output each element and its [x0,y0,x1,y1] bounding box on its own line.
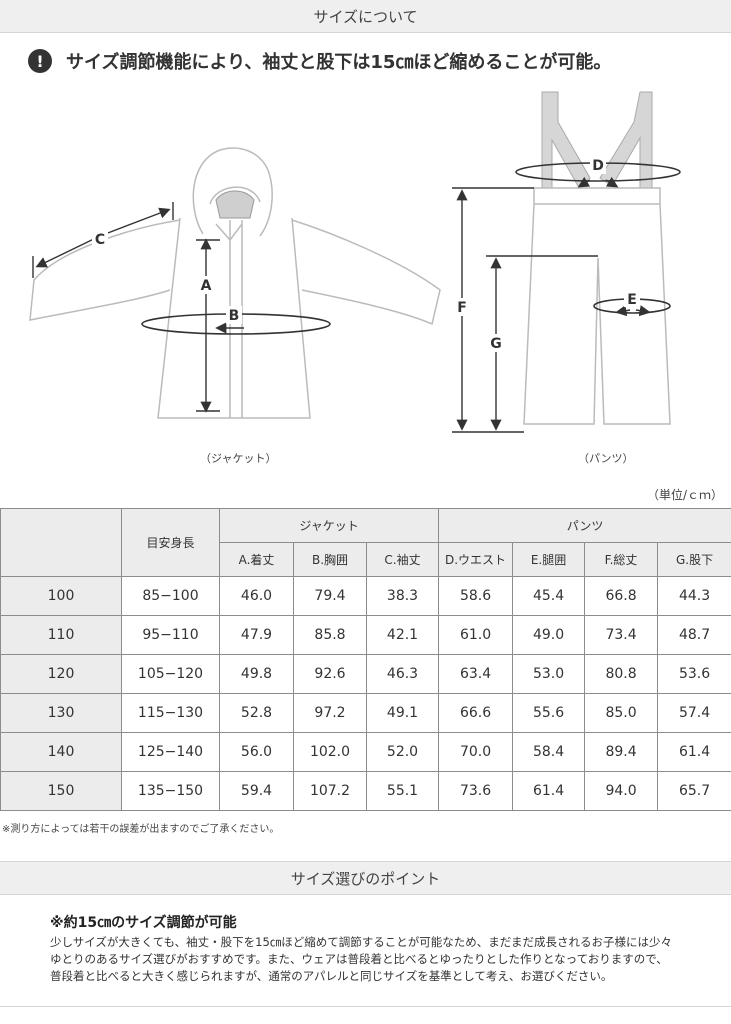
table-cell: 85−100 [121,576,220,616]
table-cell: 94.0 [584,771,659,811]
divider [0,1006,731,1007]
pants-header: パンツ [438,508,731,543]
label-e: E [627,292,637,308]
notice-text: サイズ調節機能により、袖丈と股下は15㎝ほど縮めることが可能。 [66,52,612,73]
pants-diagram: D E F G [452,91,681,433]
footnote: ※測り方によっては若干の誤差が出ますのでご了承ください。 [2,824,280,835]
table-cell: 80.8 [584,654,659,694]
label-c: C [95,232,105,248]
height-header: 目安身長 [121,508,220,577]
col-header: C.袖丈 [365,542,440,577]
table-cell: 55.1 [365,771,440,811]
point-line: 普段着と比べると大きく感じられますが、通常のアパレルと同じサイズを基準として考え… [50,969,613,983]
table-cell: 66.8 [584,576,659,616]
jacket-caption: （ジャケット） [200,452,277,465]
jacket-diagram: B A C [29,147,441,419]
table-cell: 61.0 [438,615,514,655]
col-header: B.胸囲 [293,542,367,577]
table-cell: 42.1 [365,615,440,655]
table-cell: 70.0 [438,732,514,772]
pants-caption: （パンツ） [578,452,634,465]
label-a: A [201,278,212,294]
size-header-empty [0,508,122,577]
unit-label: （単位/ｃｍ） [646,488,723,502]
table-cell: 92.6 [293,654,367,694]
table-cell: 38.3 [365,576,440,616]
section-header-size: サイズについて [0,0,731,33]
col-header: F.総丈 [584,542,659,577]
table-cell: 52.8 [219,693,294,733]
size-table: 目安身長 ジャケット パンツ A.着丈 B.胸囲 C.袖丈 D.ウエスト E.腿… [0,508,731,811]
table-cell: 58.6 [438,576,514,616]
table-cell: 73.4 [584,615,659,655]
table-cell: 53.6 [657,654,731,694]
table-cell: 44.3 [657,576,731,616]
section-title: サイズ選びのポイント [290,869,441,888]
label-b: B [229,308,240,324]
exclamation-icon: ! [28,49,52,73]
table-cell: 49.8 [219,654,294,694]
table-cell: 85.0 [584,693,659,733]
table-cell: 46.3 [365,654,440,694]
table-cell: 65.7 [657,771,731,811]
table-cell: 73.6 [438,771,514,811]
table-cell: 48.7 [657,615,731,655]
adjust-notice: ! サイズ調節機能により、袖丈と股下は15㎝ほど縮めることが可能。 [28,48,611,74]
table-cell: 63.4 [438,654,514,694]
table-cell: 46.0 [219,576,294,616]
table-cell: 59.4 [219,771,294,811]
table-cell: 107.2 [293,771,367,811]
label-d: D [592,158,604,174]
table-cell: 52.0 [365,732,440,772]
table-cell: 79.4 [293,576,367,616]
table-cell: 85.8 [293,615,367,655]
table-cell: 56.0 [219,732,294,772]
label-f: F [457,300,467,316]
table-cell: 49.1 [365,693,440,733]
table-cell: 115−130 [121,693,220,733]
row-size-cell: 150 [0,771,122,811]
table-cell: 49.0 [512,615,586,655]
row-size-cell: 110 [0,615,122,655]
table-cell: 53.0 [512,654,586,694]
label-g: G [490,336,502,352]
col-header: G.股下 [657,542,731,577]
table-cell: 125−140 [121,732,220,772]
table-cell: 58.4 [512,732,586,772]
col-header: D.ウエスト [438,542,514,577]
table-cell: 97.2 [293,693,367,733]
row-size-cell: 100 [0,576,122,616]
table-cell: 47.9 [219,615,294,655]
table-cell: 89.4 [584,732,659,772]
table-cell: 95−110 [121,615,220,655]
table-cell: 105−120 [121,654,220,694]
col-header: E.腿囲 [512,542,586,577]
table-cell: 61.4 [512,771,586,811]
row-size-cell: 140 [0,732,122,772]
table-cell: 102.0 [293,732,367,772]
point-line: 少しサイズが大きくても、袖丈・股下を15㎝ほど縮めて調節することが可能なため、ま… [50,935,673,949]
table-cell: 135−150 [121,771,220,811]
point-subtitle: ※約15㎝のサイズ調節が可能 [50,915,237,931]
table-cell: 66.6 [438,693,514,733]
table-cell: 57.4 [657,693,731,733]
table-cell: 45.4 [512,576,586,616]
point-description: 少しサイズが大きくても、袖丈・股下を15㎝ほど縮めて調節することが可能なため、ま… [50,934,710,985]
section-header-points: サイズ選びのポイント [0,861,731,895]
point-line: ゆとりのあるサイズ選びがおすすめです。また、ウェアは普段着と比べるとゆったりとし… [50,952,668,966]
table-cell: 61.4 [657,732,731,772]
section-title: サイズについて [313,7,418,26]
jacket-header: ジャケット [218,508,440,543]
row-size-cell: 120 [0,654,122,694]
table-cell: 55.6 [512,693,586,733]
col-header: A.着丈 [219,542,294,577]
row-size-cell: 130 [0,693,122,733]
